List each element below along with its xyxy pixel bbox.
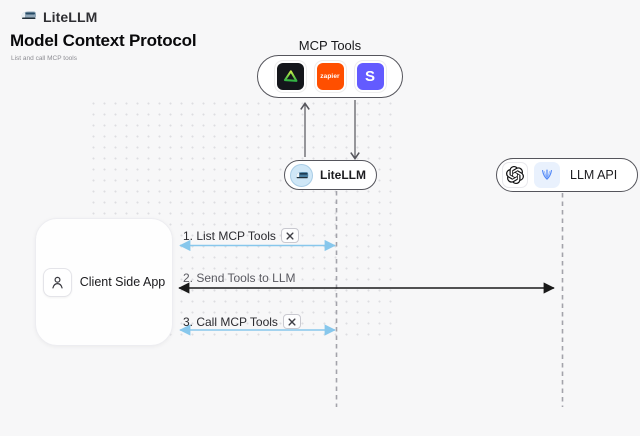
- brand-name: LiteLLM: [43, 9, 98, 25]
- zapier-tool-icon: zapier: [316, 63, 344, 90]
- brand-logo: LiteLLM: [20, 8, 97, 26]
- message-label: 2. Send Tools to LLM: [183, 271, 296, 285]
- client-node-label: Client Side App: [79, 275, 166, 289]
- green-triangle-tool-icon: [276, 63, 304, 90]
- mcp-tools-box: zapier S: [257, 55, 403, 98]
- message-label: 1. List MCP Tools: [183, 228, 276, 243]
- person-icon: [42, 267, 72, 297]
- message-call-mcp-tools: 3. Call MCP Tools: [183, 314, 301, 329]
- llm-api-node-label: LLM API: [570, 168, 618, 182]
- litellm-train-icon: [20, 8, 37, 26]
- stripe-tool-icon: S: [356, 63, 384, 90]
- openai-icon: [502, 162, 528, 188]
- message-send-tools-to-llm: 2. Send Tools to LLM: [183, 271, 296, 285]
- stripe-letter: S: [364, 68, 375, 85]
- llm-provider-icon: [534, 162, 560, 188]
- zapier-wordmark: zapier: [320, 73, 340, 80]
- mcp-tools-label: MCP Tools: [298, 38, 362, 53]
- litellm-train-icon: [290, 163, 313, 187]
- crossed-tools-icon: [282, 314, 301, 329]
- message-label: 3. Call MCP Tools: [183, 314, 278, 329]
- page-subtitle: List and call MCP tools: [11, 55, 77, 62]
- client-side-app-node: Client Side App: [35, 218, 173, 346]
- litellm-node-label: LiteLLM: [320, 168, 366, 182]
- page-title: Model Context Protocol: [10, 31, 197, 50]
- litellm-node: LiteLLM: [284, 160, 377, 190]
- llm-api-node: LLM API: [496, 158, 638, 192]
- crossed-tools-icon: [280, 228, 299, 243]
- message-list-mcp-tools: 1. List MCP Tools: [183, 228, 299, 243]
